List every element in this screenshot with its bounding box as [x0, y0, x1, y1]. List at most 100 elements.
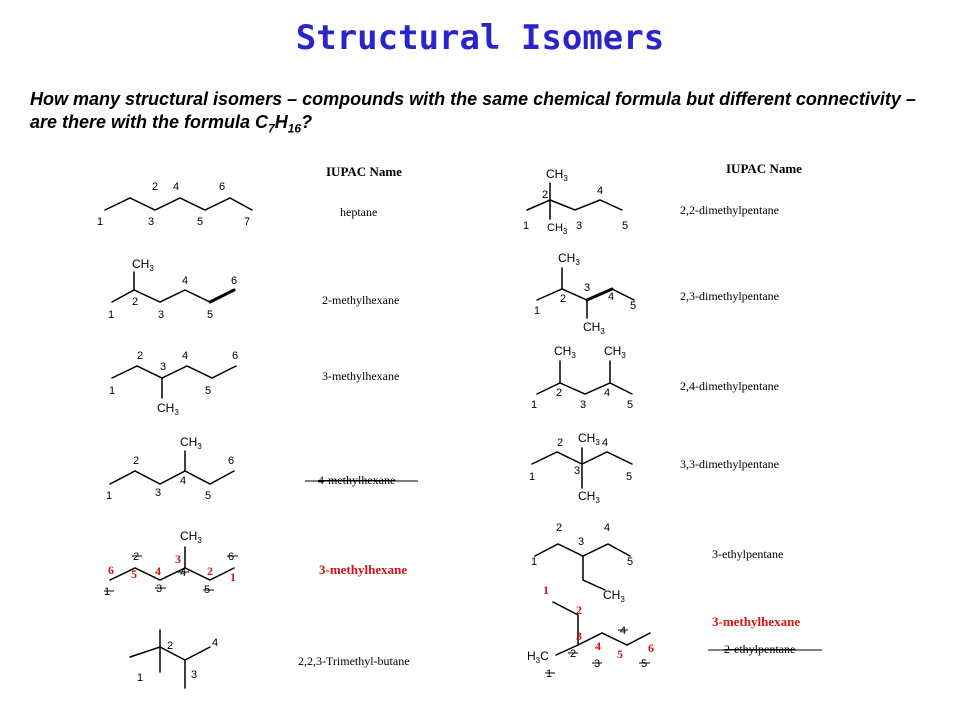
svg-text:3: 3 [191, 669, 197, 681]
svg-text:1: 1 [106, 490, 112, 502]
name-24-dimethylpentane: 2,4-dimethylpentane [680, 379, 779, 393]
svg-text:4: 4 [604, 522, 610, 534]
svg-text:4: 4 [620, 625, 626, 637]
svg-text:CH3: CH3 [604, 344, 626, 360]
svg-text:2: 2 [542, 189, 548, 201]
svg-text:4: 4 [212, 637, 218, 649]
svg-text:1: 1 [104, 586, 110, 598]
svg-text:6: 6 [228, 455, 234, 467]
4-methylhexane-chain [109, 470, 235, 485]
24-dimethylpentane-chain [536, 382, 633, 395]
svg-text:2: 2 [137, 350, 143, 362]
svg-text:3: 3 [594, 658, 600, 670]
svg-text:CH3: CH3 [603, 588, 625, 604]
svg-text:3: 3 [160, 361, 166, 373]
svg-text:H3C: H3C [527, 649, 549, 665]
renumbered-chain [109, 567, 235, 581]
iupac-header-left: IUPAC Name [326, 164, 402, 179]
svg-text:3: 3 [574, 465, 580, 477]
svg-text:3: 3 [576, 220, 582, 232]
svg-text:CH3: CH3 [558, 251, 580, 267]
svg-text:3: 3 [155, 487, 161, 499]
svg-text:6: 6 [228, 551, 234, 563]
svg-text:1: 1 [523, 220, 529, 232]
svg-text:CH3: CH3 [180, 435, 202, 451]
svg-text:1: 1 [531, 556, 537, 568]
name-23-dimethylpentane: 2,3-dimethylpentane [680, 289, 779, 303]
svg-text:4: 4 [604, 387, 610, 399]
svg-text:4: 4 [595, 639, 601, 653]
svg-text:4: 4 [155, 564, 161, 578]
svg-text:1: 1 [529, 471, 535, 483]
svg-text:3: 3 [158, 309, 164, 321]
page-title: Structural Isomers [295, 18, 665, 58]
svg-text:4: 4 [608, 291, 614, 303]
svg-text:7: 7 [244, 216, 250, 228]
svg-text:CH3: CH3 [554, 344, 576, 360]
svg-text:3: 3 [580, 399, 586, 411]
svg-text:2: 2 [207, 564, 213, 578]
svg-text:3: 3 [148, 216, 154, 228]
svg-text:3: 3 [578, 536, 584, 548]
svg-text:1: 1 [534, 305, 540, 317]
svg-text:4: 4 [180, 475, 186, 487]
svg-text:1: 1 [531, 399, 537, 411]
svg-text:4: 4 [173, 181, 179, 193]
22-dimethylpentane-chain [526, 199, 623, 211]
svg-text:6: 6 [231, 275, 237, 287]
name-22-dimethylpentane: 2,2-dimethylpentane [680, 203, 779, 217]
svg-text:5: 5 [627, 399, 633, 411]
svg-text:CH3: CH3 [157, 401, 179, 417]
svg-text:CH3: CH3 [583, 320, 605, 336]
trimethylbutane-chain [129, 646, 211, 661]
svg-text:4: 4 [602, 437, 608, 449]
svg-text:3: 3 [584, 282, 590, 294]
svg-text:6: 6 [648, 641, 654, 655]
svg-text:1: 1 [546, 668, 552, 680]
svg-text:1: 1 [109, 385, 115, 397]
svg-text:6: 6 [232, 350, 238, 362]
svg-text:1: 1 [108, 309, 114, 321]
name-heptane: heptane [340, 205, 378, 219]
svg-text:4: 4 [182, 350, 188, 362]
name-2-ethylpentane-struck: 2-ethylpentane [724, 642, 796, 656]
svg-text:5: 5 [197, 216, 203, 228]
svg-text:4: 4 [182, 275, 188, 287]
svg-text:4: 4 [597, 185, 603, 197]
svg-text:5: 5 [207, 309, 213, 321]
name-33-dimethylpentane: 3,3-dimethylpentane [680, 457, 779, 471]
svg-text:1: 1 [97, 216, 103, 228]
svg-text:4: 4 [180, 567, 186, 579]
name-3-ethylpentane: 3-ethylpentane [712, 547, 784, 561]
svg-text:3: 3 [175, 552, 181, 566]
svg-text:6: 6 [219, 181, 225, 193]
name-correction-3-methylhexane-right: 3-methylhexane [712, 614, 801, 629]
name-4-methylhexane-struck: 4-methylhexane [318, 473, 396, 487]
question-text: How many structural isomers – compounds … [30, 89, 916, 136]
svg-text:5: 5 [131, 567, 137, 581]
svg-text:5: 5 [205, 490, 211, 502]
svg-text:2: 2 [557, 437, 563, 449]
svg-text:5: 5 [630, 300, 636, 312]
svg-text:2: 2 [560, 293, 566, 305]
heptane-chain [104, 197, 253, 211]
svg-text:CH3: CH3 [546, 167, 568, 183]
svg-text:5: 5 [626, 471, 632, 483]
svg-text:1: 1 [137, 672, 143, 684]
name-3-methylhexane: 3-methylhexane [322, 369, 400, 383]
svg-text:6: 6 [108, 563, 114, 577]
name-223-trimethylbutane: 2,2,3-Trimethyl-butane [298, 654, 410, 668]
svg-text:3: 3 [156, 583, 162, 595]
svg-text:5: 5 [622, 220, 628, 232]
name-2-methylhexane: 2-methylhexane [322, 293, 400, 307]
svg-text:5: 5 [617, 647, 623, 661]
svg-text:2: 2 [570, 648, 576, 660]
svg-text:CH3: CH3 [180, 529, 202, 545]
svg-text:CH3: CH3 [132, 257, 154, 273]
svg-text:5: 5 [627, 556, 633, 568]
svg-text:2: 2 [167, 640, 173, 652]
svg-text:2: 2 [133, 551, 139, 563]
svg-text:CH3: CH3 [547, 222, 568, 236]
svg-text:1: 1 [230, 570, 236, 584]
